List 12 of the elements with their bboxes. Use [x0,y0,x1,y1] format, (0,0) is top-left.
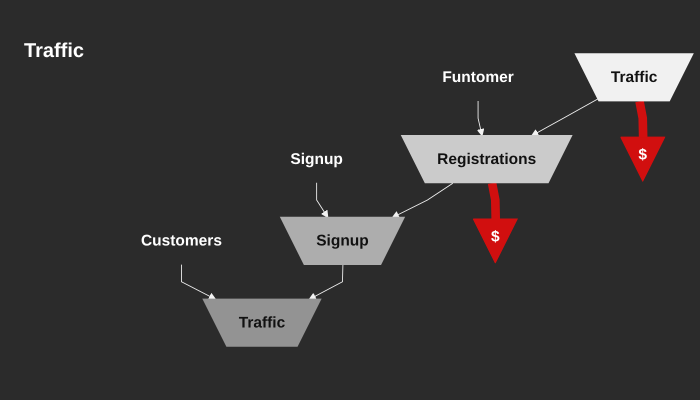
node-text: Funtomer [442,68,514,86]
connector [488,182,500,220]
connector [635,100,648,138]
node-text: Signup [290,150,343,168]
arrow [392,182,454,218]
arrow [308,264,344,300]
node-text: Customers [140,232,222,250]
arrow [476,100,484,136]
side-label: Traffic [24,40,84,63]
arrow [316,182,328,218]
arrow [181,264,216,300]
arrow [531,98,598,136]
